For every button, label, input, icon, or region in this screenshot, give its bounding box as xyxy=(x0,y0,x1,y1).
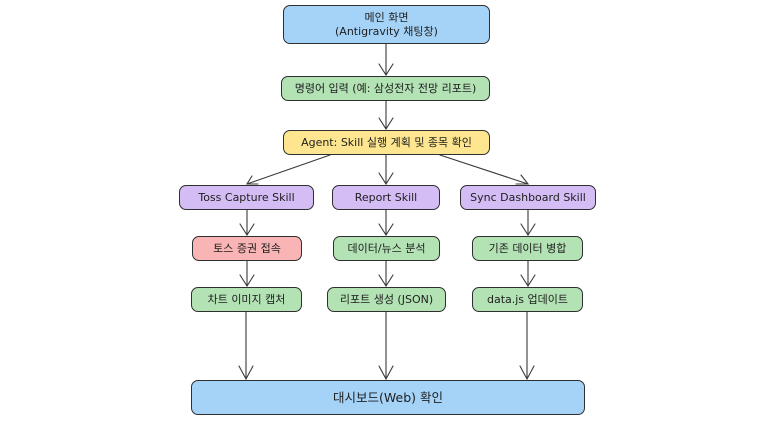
node-agent-plan-label: Agent: Skill 실행 계획 및 종목 확인 xyxy=(301,135,472,149)
edge-datajs-to-dashboard xyxy=(519,311,535,381)
node-data-news-analysis-label: 데이터/뉴스 분석 xyxy=(347,241,426,255)
node-report-skill-label: Report Skill xyxy=(354,190,418,204)
node-datajs-update-label: data.js 업데이트 xyxy=(486,292,569,306)
node-toss-capture-skill-label: Toss Capture Skill xyxy=(198,190,295,204)
edge-capture-to-dashboard xyxy=(238,311,254,381)
node-toss-access: 토스 증권 접속 xyxy=(192,236,302,261)
node-command-input: 명령어 입력 (예: 삼성전자 전망 리포트) xyxy=(281,76,490,101)
node-merge-existing-data-label: 기존 데이터 병합 xyxy=(488,241,567,255)
edge-analysis-to-report xyxy=(378,260,394,288)
node-data-news-analysis: 데이터/뉴스 분석 xyxy=(333,236,440,261)
edge-report-to-dashboard xyxy=(378,311,394,381)
edge-command-to-agent xyxy=(378,100,394,131)
node-sync-dashboard-skill: Sync Dashboard Skill xyxy=(460,185,596,210)
node-toss-access-label: 토스 증권 접속 xyxy=(213,241,281,255)
edge-report-skill-to-analysis xyxy=(378,209,394,237)
edge-merge-to-datajs xyxy=(520,260,536,288)
node-report-generate: 리포트 생성 (JSON) xyxy=(327,287,446,312)
node-dashboard-check-label: 대시보드(Web) 확인 xyxy=(333,389,443,405)
edge-agent-to-toss-skill xyxy=(246,154,331,185)
edge-main-to-command xyxy=(378,43,394,77)
node-command-input-label: 명령어 입력 (예: 삼성전자 전망 리포트) xyxy=(294,81,477,95)
node-chart-capture: 차트 이미지 캡처 xyxy=(191,287,302,312)
node-sync-dashboard-skill-label: Sync Dashboard Skill xyxy=(470,190,586,204)
node-chart-capture-label: 차트 이미지 캡처 xyxy=(207,292,286,306)
edge-sync-skill-to-merge xyxy=(520,209,536,237)
node-merge-existing-data: 기존 데이터 병합 xyxy=(472,236,583,261)
node-datajs-update: data.js 업데이트 xyxy=(472,287,583,312)
edge-toss-access-to-capture xyxy=(239,260,255,288)
edge-toss-skill-to-toss-access xyxy=(239,209,255,237)
node-toss-capture-skill: Toss Capture Skill xyxy=(179,185,314,210)
node-report-skill: Report Skill xyxy=(332,185,440,210)
node-main-screen: 메인 화면 (Antigravity 채팅창) xyxy=(283,5,490,44)
node-main-screen-subtitle: (Antigravity 채팅창) xyxy=(335,24,438,38)
node-main-screen-title: 메인 화면 xyxy=(364,10,409,24)
node-agent-plan: Agent: Skill 실행 계획 및 종목 확인 xyxy=(283,130,490,155)
node-report-generate-label: 리포트 생성 (JSON) xyxy=(339,292,434,306)
edge-agent-to-report-skill xyxy=(378,154,394,186)
node-dashboard-check: 대시보드(Web) 확인 xyxy=(191,380,585,415)
edge-agent-to-sync-skill xyxy=(439,154,530,185)
